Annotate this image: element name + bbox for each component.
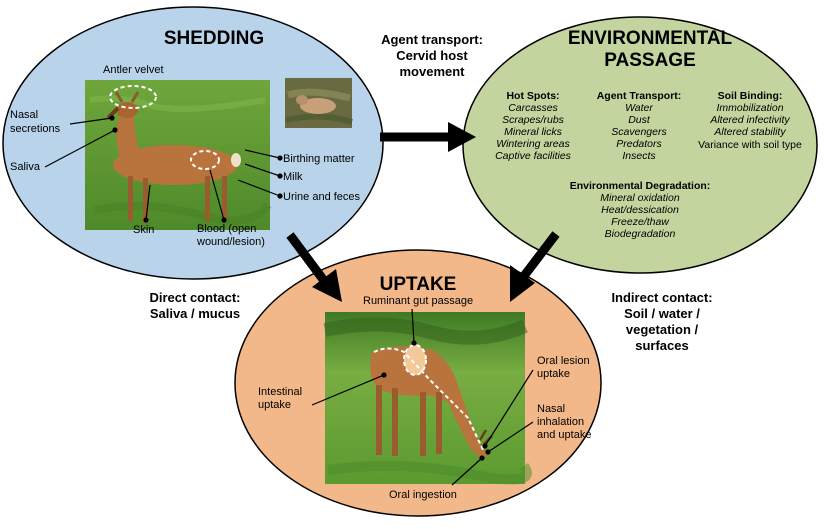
shedding-pointers bbox=[44, 115, 283, 223]
label-milk: Milk bbox=[283, 171, 303, 183]
label-antler-velvet: Antler velvet bbox=[103, 64, 164, 76]
standing-deer-photo bbox=[85, 80, 272, 230]
hot-spots-item: Wintering areas bbox=[496, 138, 570, 150]
uptake-title: UPTAKE bbox=[380, 274, 457, 295]
arrow-environment-to-uptake bbox=[510, 231, 560, 302]
indirect-contact-line3: vegetation / bbox=[626, 322, 699, 337]
label-blood-2: wound/lesion) bbox=[196, 236, 265, 248]
indirect-contact-line2: Soil / water / bbox=[624, 306, 700, 321]
label-birthing: Birthing matter bbox=[283, 153, 355, 165]
label-urine: Urine and feces bbox=[283, 191, 361, 203]
label-oral-ingestion: Oral ingestion bbox=[389, 489, 457, 501]
degradation-item: Freeze/thaw bbox=[611, 216, 670, 228]
label-nasal-2: inhalation bbox=[537, 416, 584, 428]
environmental-title-1: ENVIRONMENTAL bbox=[568, 28, 733, 49]
environmental-title-2: PASSAGE bbox=[604, 50, 696, 71]
soil-binding-item: Immobilization bbox=[716, 102, 783, 114]
degradation-item: Biodegradation bbox=[605, 228, 676, 240]
arrow-shedding-to-environment bbox=[380, 122, 476, 152]
environmental-ellipse bbox=[462, 16, 818, 274]
hot-spots-item: Mineral licks bbox=[504, 126, 563, 138]
label-nasal-1: Nasal bbox=[537, 403, 565, 415]
label-nasal-1: Nasal bbox=[10, 109, 38, 121]
shedding-title: SHEDDING bbox=[164, 28, 264, 49]
hot-spots-item: Carcasses bbox=[508, 102, 558, 114]
label-saliva: Saliva bbox=[10, 161, 41, 173]
indirect-contact-line1: Indirect contact: bbox=[611, 290, 712, 305]
degradation-header: Environmental Degradation: bbox=[570, 180, 711, 192]
degradation-item: Heat/dessication bbox=[601, 204, 679, 216]
agent-transport-line1: Agent transport: bbox=[381, 32, 483, 47]
label-intestinal-1: Intestinal bbox=[258, 386, 302, 398]
label-intestinal-2: uptake bbox=[258, 399, 291, 411]
agent-transport-line2: Cervid host bbox=[396, 48, 468, 63]
soil-binding-item: Variance with soil type bbox=[698, 139, 802, 151]
soil-binding-header: Soil Binding: bbox=[718, 90, 783, 102]
label-ruminant: Ruminant gut passage bbox=[363, 295, 473, 307]
hot-spots-item: Captive facilities bbox=[495, 150, 572, 162]
agent-transport-item: Insects bbox=[622, 150, 656, 162]
hot-spots-item: Scrapes/rubs bbox=[502, 114, 565, 126]
arrow-shedding-to-uptake bbox=[286, 232, 342, 302]
label-nasal-2: secretions bbox=[10, 123, 61, 135]
soil-binding-item: Altered stability bbox=[713, 126, 786, 138]
agent-transport-line3: movement bbox=[399, 64, 465, 79]
indirect-contact-line4: surfaces bbox=[635, 338, 688, 353]
agent-transport-item: Water bbox=[625, 102, 653, 114]
direct-contact-line1: Direct contact: bbox=[149, 290, 240, 305]
agent-transport-item: Dust bbox=[628, 114, 651, 126]
agent-transport-item: Predators bbox=[616, 138, 662, 150]
reproductive-marker bbox=[190, 150, 220, 170]
label-nasal-3: and uptake bbox=[537, 429, 591, 441]
bedded-deer-photo bbox=[285, 78, 353, 128]
agent-transport-header: Agent Transport: bbox=[597, 90, 682, 102]
label-oral-lesion-2: uptake bbox=[537, 368, 570, 380]
grazing-deer-photo bbox=[323, 312, 532, 485]
soil-binding-item: Altered infectivity bbox=[709, 114, 790, 126]
antler-velvet-marker bbox=[109, 85, 157, 109]
hot-spots-header: Hot Spots: bbox=[506, 90, 559, 102]
label-oral-lesion-1: Oral lesion bbox=[537, 355, 590, 367]
agent-transport-item: Scavengers bbox=[611, 126, 667, 138]
direct-contact-line2: Saliva / mucus bbox=[150, 306, 240, 321]
uptake-pointers bbox=[311, 308, 534, 486]
label-skin: Skin bbox=[133, 224, 154, 236]
degradation-item: Mineral oxidation bbox=[600, 192, 680, 204]
label-blood-1: Blood (open bbox=[197, 223, 256, 235]
